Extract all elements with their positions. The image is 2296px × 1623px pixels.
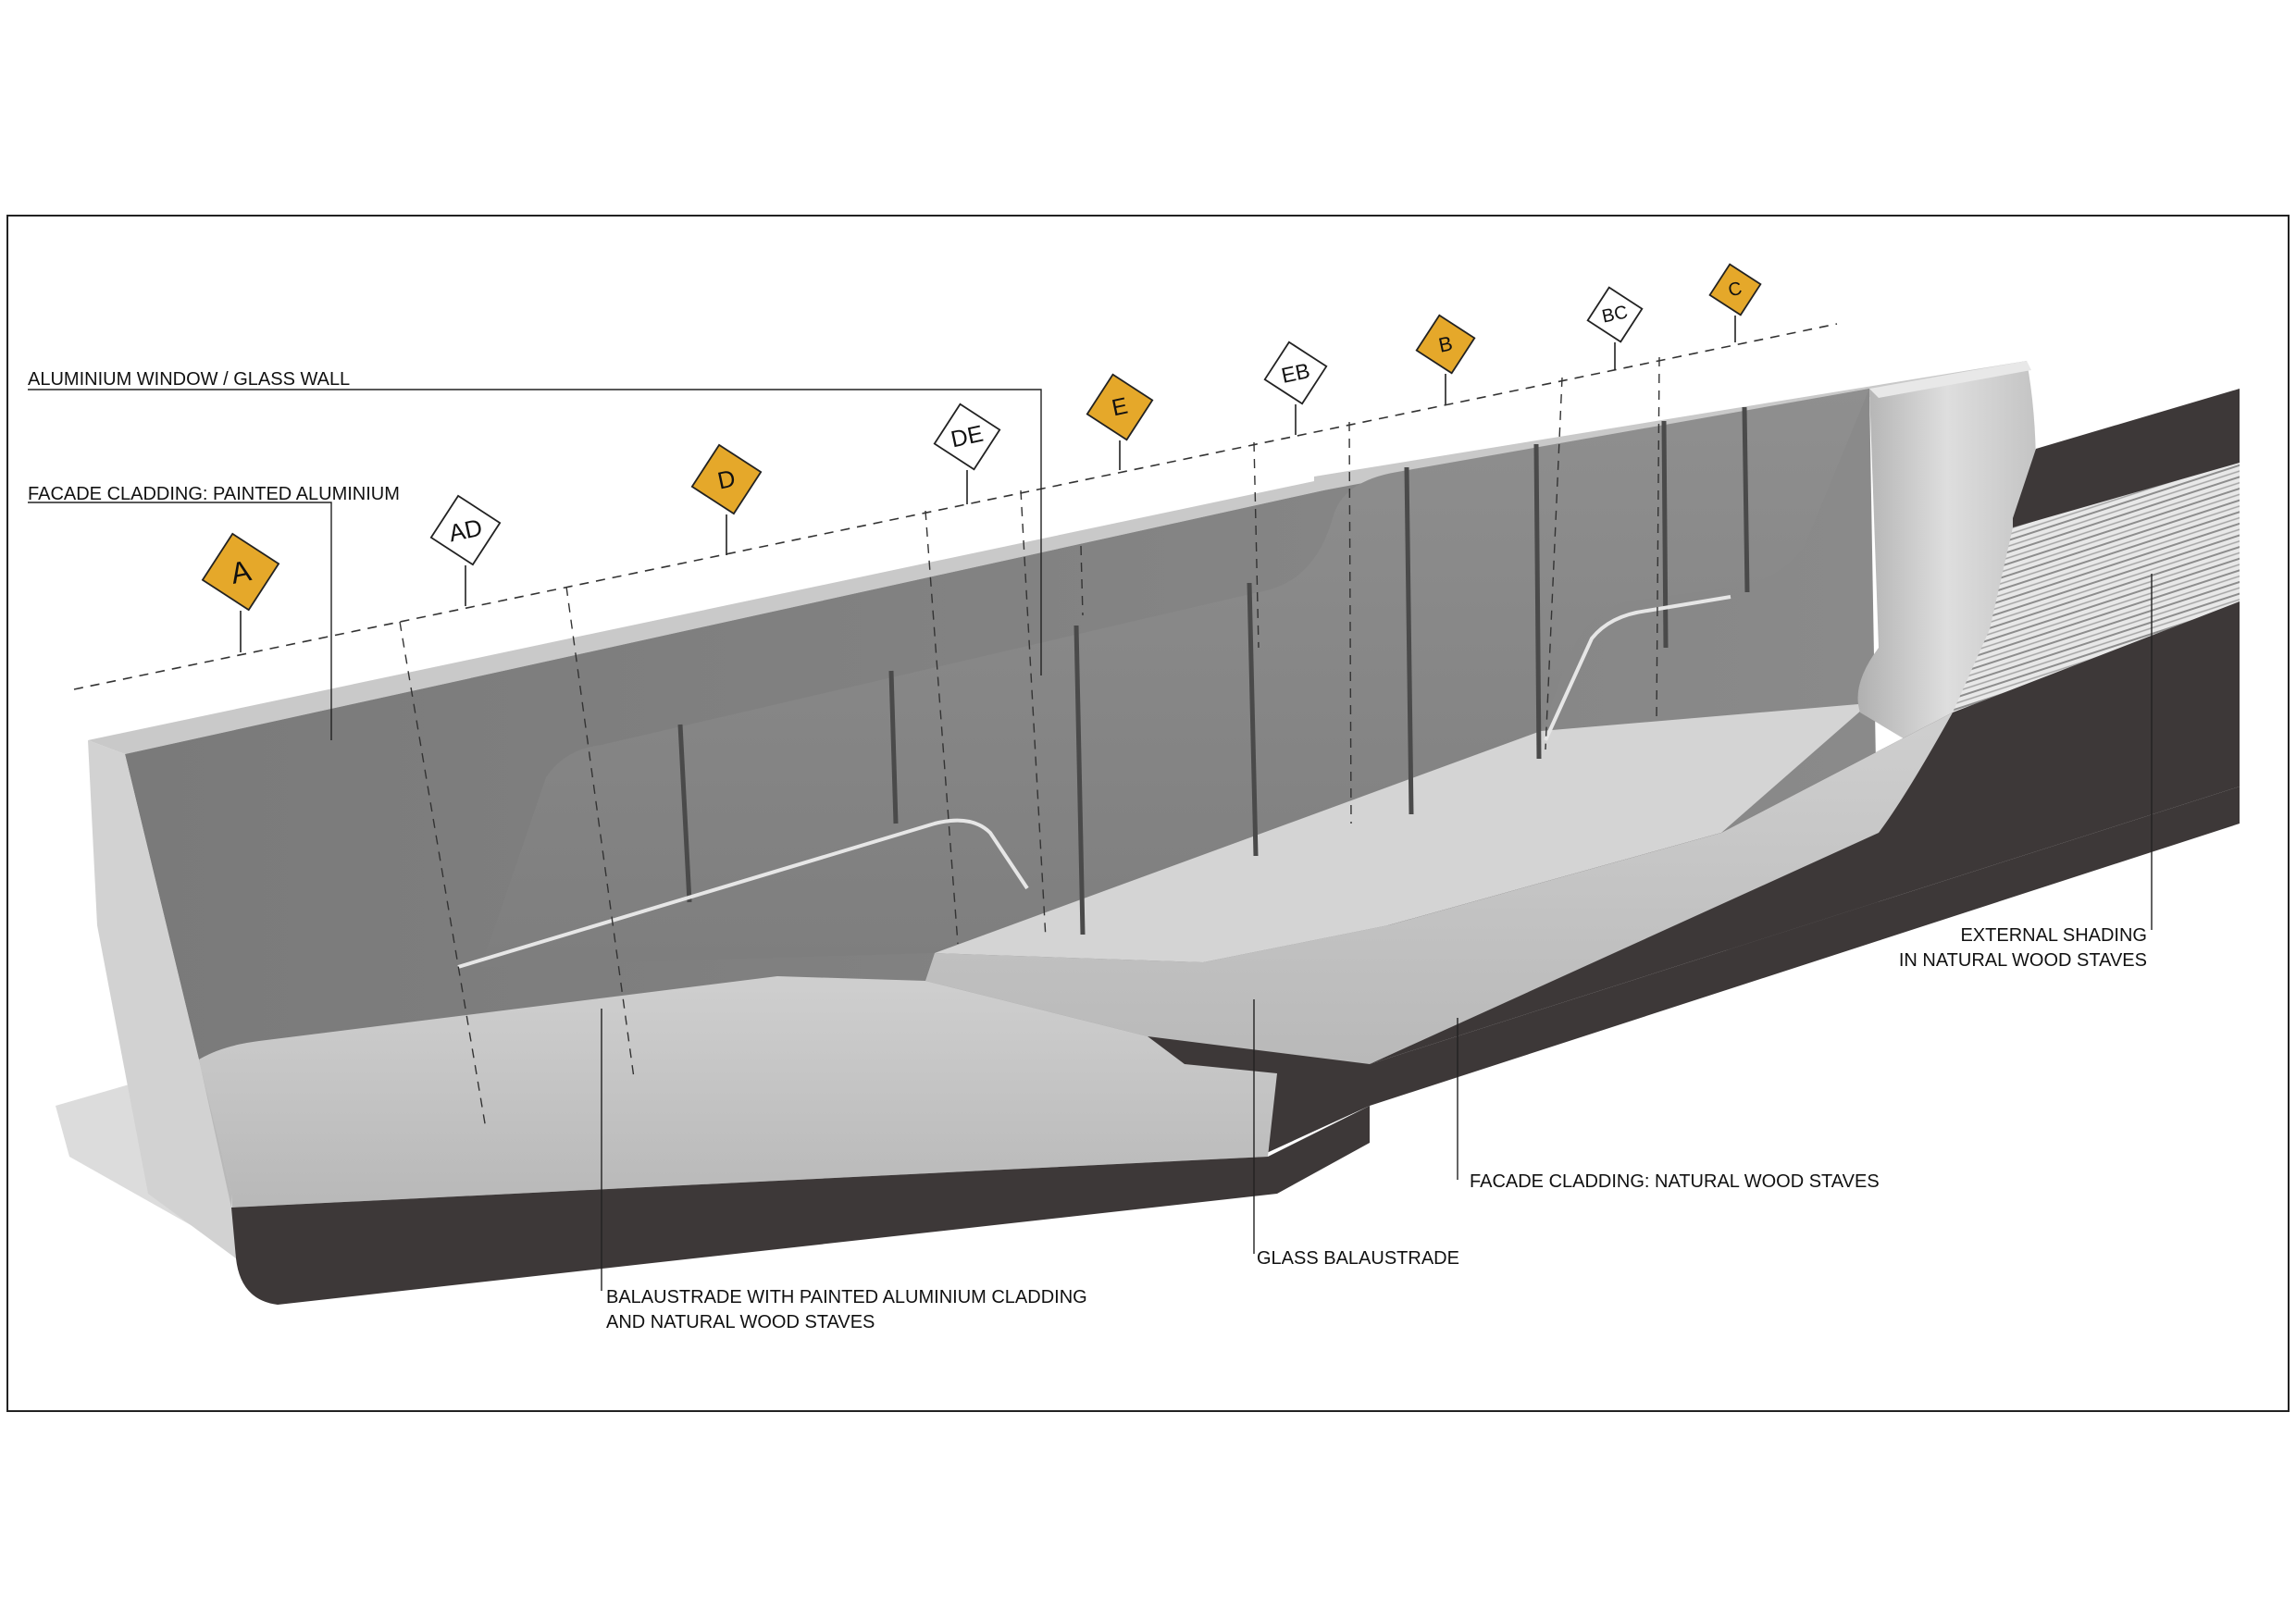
wood-strip-middle bbox=[1148, 787, 2240, 1157]
grid-projection-lines bbox=[399, 356, 1660, 1130]
grid-marker-diamond bbox=[933, 403, 1001, 471]
callout-balustrade-line2: AND NATURAL WOOD STAVES bbox=[606, 1312, 875, 1332]
callout-window-wall: ALUMINIUM WINDOW / GLASS WALL bbox=[28, 369, 350, 390]
grid-marker-label: AD bbox=[446, 514, 485, 548]
grid-marker-diamond bbox=[1086, 373, 1154, 441]
middle-balustrade bbox=[925, 712, 1953, 1077]
window-mullions bbox=[677, 406, 1750, 935]
glass-wall bbox=[481, 389, 1869, 967]
right-end-top bbox=[1869, 361, 2031, 398]
grid-marker-ad: AD bbox=[429, 494, 502, 606]
left-end-wall bbox=[88, 740, 236, 1258]
grid-marker-e: E bbox=[1086, 373, 1154, 470]
callout-facade-wood: FACADE CLADDING: NATURAL WOOD STAVES bbox=[1470, 1171, 1880, 1192]
interior-slab bbox=[935, 703, 1869, 962]
callout-leaders bbox=[28, 389, 2153, 1291]
grid-marker-b: B bbox=[1415, 314, 1476, 404]
handrails bbox=[457, 595, 1731, 969]
grid-marker-c: C bbox=[1708, 263, 1762, 342]
grid-marker-diamond bbox=[1263, 341, 1328, 405]
callout-balustrade-line1: BALAUSTRADE WITH PAINTED ALUMINIUM CLADD… bbox=[606, 1287, 1087, 1307]
sheet-border bbox=[6, 215, 2290, 1412]
grid-marker-diamond bbox=[201, 532, 280, 612]
wood-base-left bbox=[231, 1106, 1370, 1305]
grid-marker-diamond bbox=[1415, 314, 1476, 375]
grid-marker-a: A bbox=[201, 532, 280, 652]
grid-marker-diamond bbox=[1708, 263, 1762, 316]
grid-marker-bc: BC bbox=[1586, 286, 1644, 370]
grid-marker-eb: EB bbox=[1263, 341, 1328, 435]
grid-marker-label: E bbox=[1110, 393, 1130, 422]
grid-markers: A AD D DE E EB B BC C bbox=[201, 263, 1762, 652]
grid-marker-diamond bbox=[429, 494, 502, 566]
callout-external-shading-line2: IN NATURAL WOOD STAVES bbox=[1899, 950, 2147, 971]
grid-marker-label: EB bbox=[1279, 358, 1311, 388]
external-shading-staves bbox=[1953, 458, 2240, 712]
callout-facade-aluminium: FACADE CLADDING: PAINTED ALUMINIUM bbox=[28, 484, 400, 504]
left-balustrade bbox=[199, 976, 1277, 1208]
callout-external-shading-line1: EXTERNAL SHADING bbox=[1960, 925, 2147, 946]
grid-marker-de: DE bbox=[933, 403, 1001, 504]
grid-marker-diamond bbox=[1586, 286, 1644, 343]
grid-marker-label: C bbox=[1727, 279, 1744, 302]
grid-datum-line bbox=[73, 323, 1838, 690]
grid-marker-label: B bbox=[1436, 331, 1455, 357]
grid-marker-d: D bbox=[690, 443, 763, 555]
grid-marker-diamond bbox=[690, 443, 763, 515]
callout-glass-balustrade: GLASS BALAUSTRADE bbox=[1257, 1248, 1459, 1269]
shading-dark-upper bbox=[2013, 389, 2240, 527]
